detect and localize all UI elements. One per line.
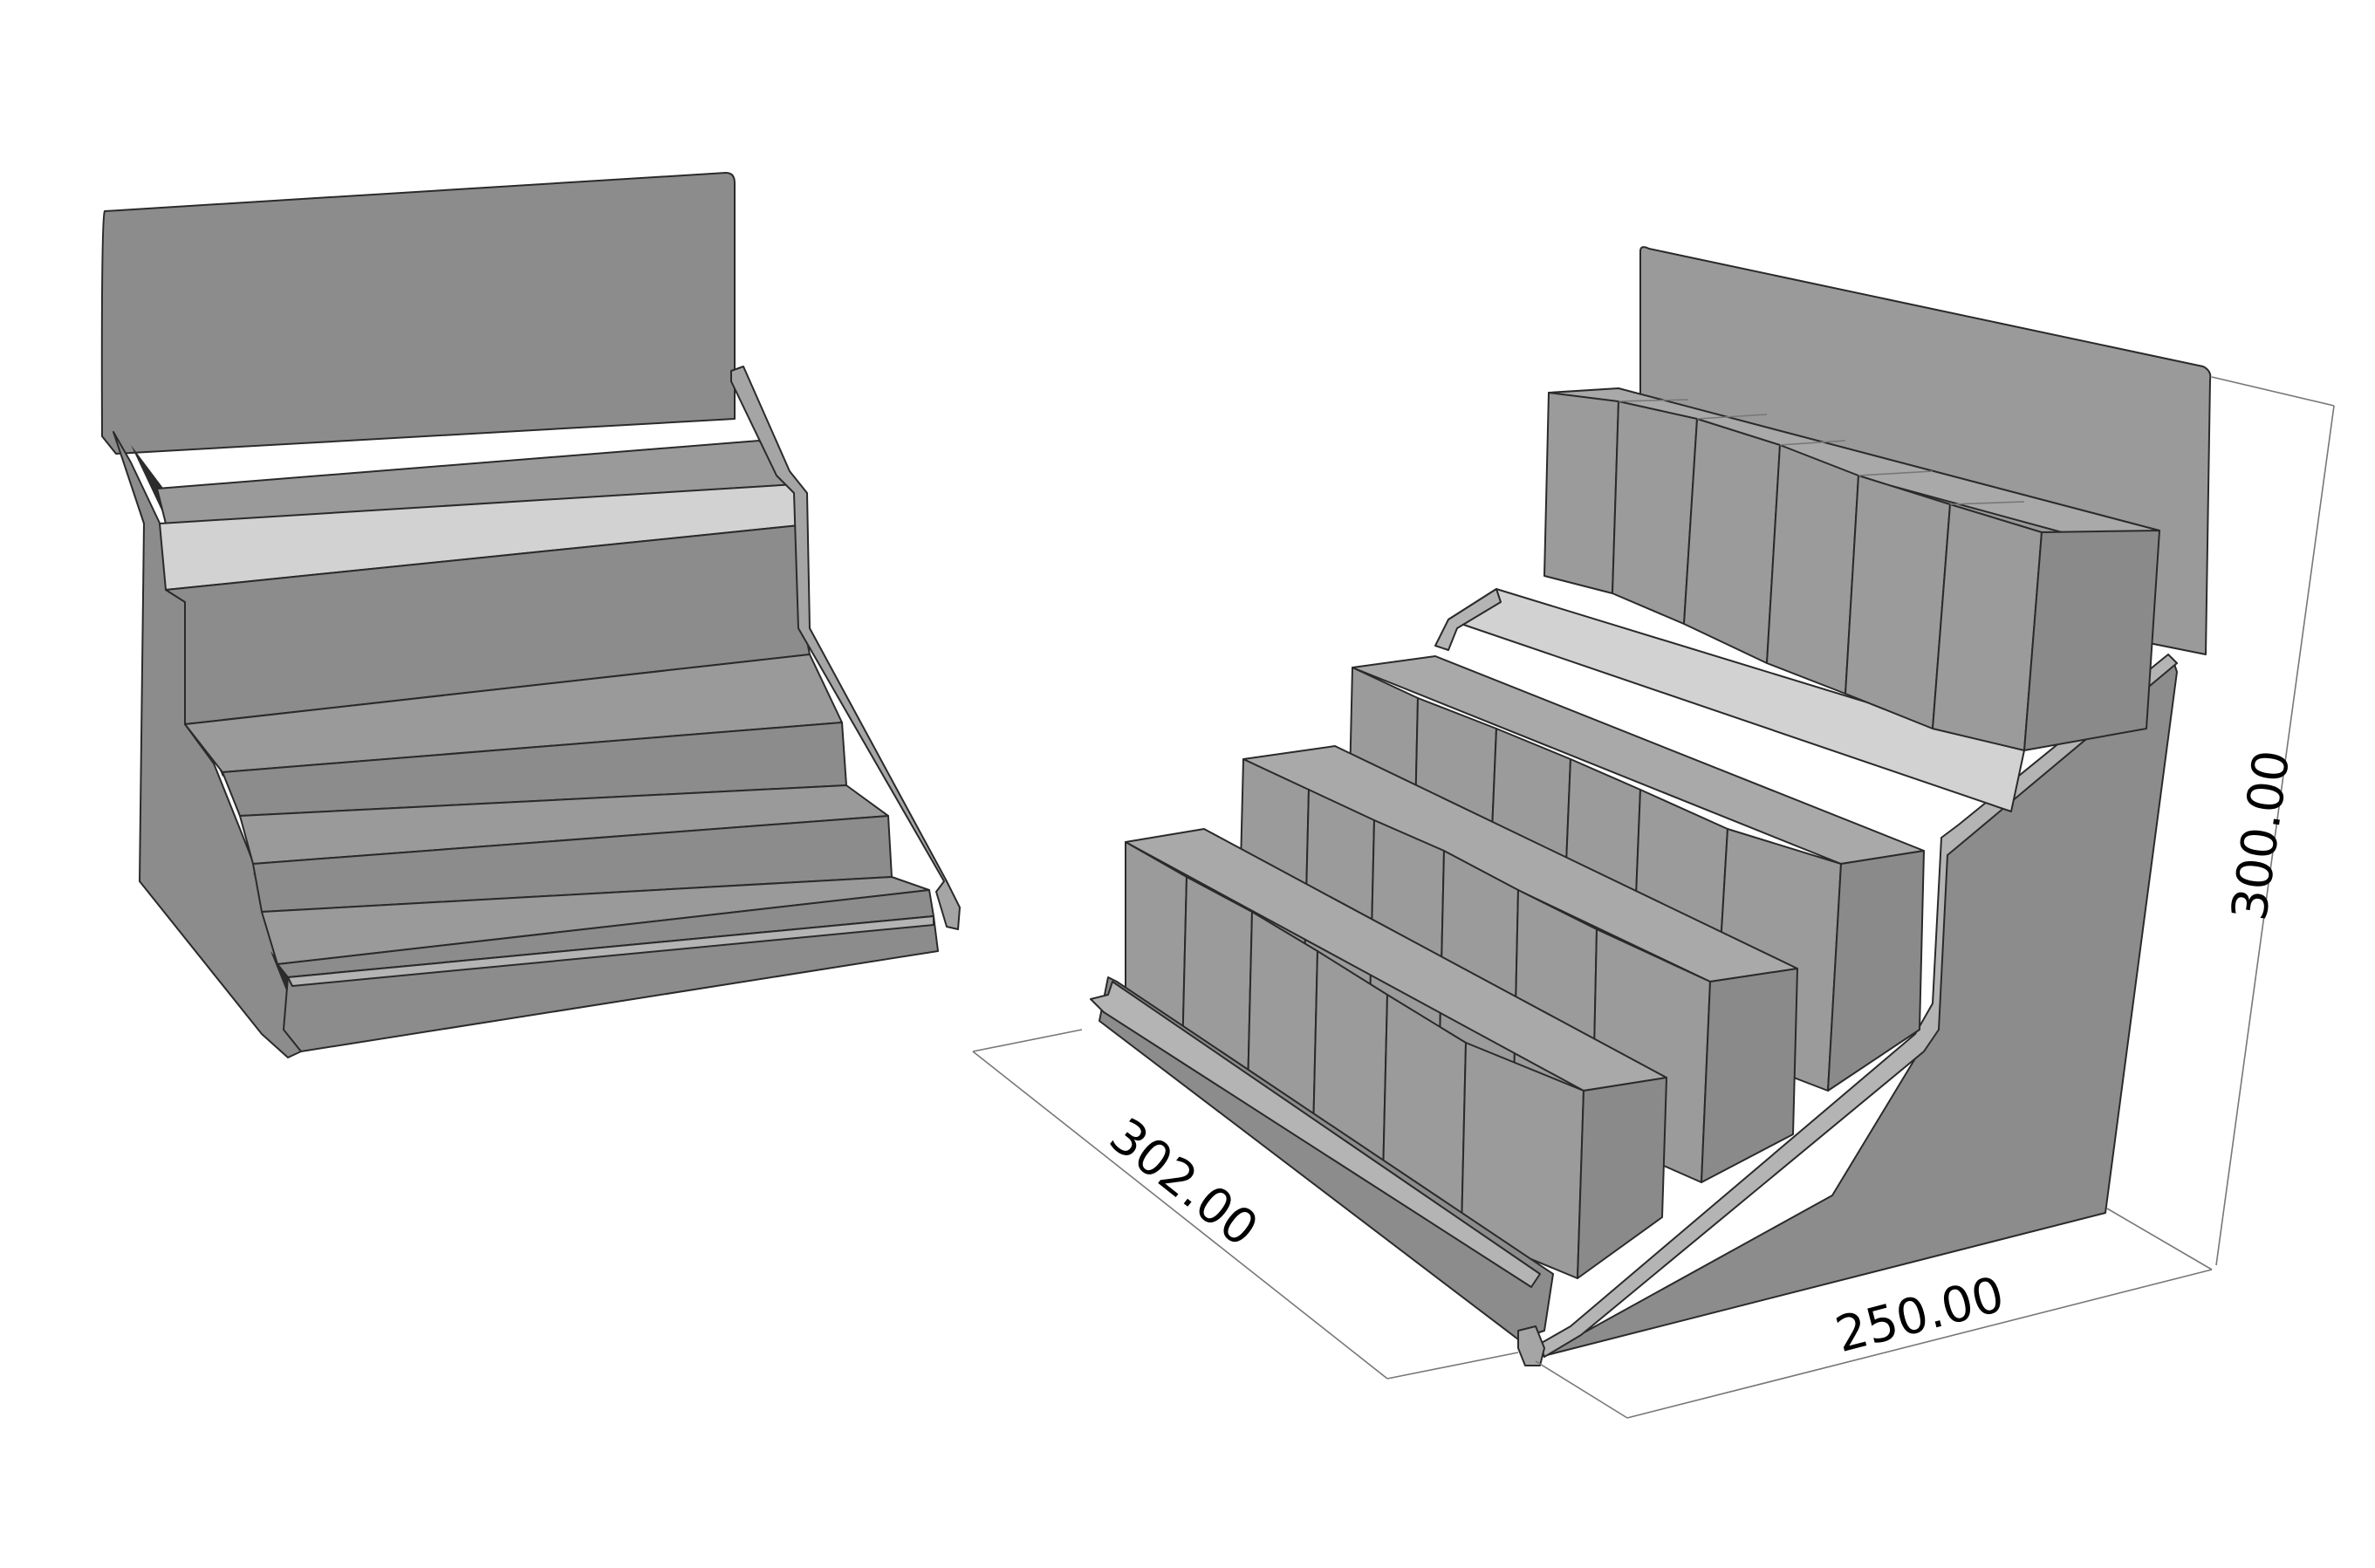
top-row-boxes	[1543, 387, 2160, 751]
depth-dimension-label: 250.00	[1830, 1266, 2009, 1364]
front-lip-right-end	[1517, 1325, 1545, 1366]
depth-extension-left	[1535, 1360, 1628, 1419]
width-extension-right	[1386, 1352, 1519, 1380]
depth-extension-right	[2106, 1208, 2213, 1270]
empty-display-stand	[100, 172, 961, 1058]
width-extension-left	[972, 1029, 1083, 1052]
side-panel-edge-strip	[1539, 654, 2178, 1358]
right-side-panel-edge	[730, 366, 961, 930]
dimension-lines	[972, 376, 2335, 1419]
width-dimension-line	[972, 1051, 1388, 1380]
height-dimension-line	[2215, 405, 2335, 1266]
depth-dimension-line	[1626, 1269, 2213, 1419]
back-header-panel	[100, 172, 736, 455]
height-extension-top	[2211, 376, 2335, 407]
front-lip-top	[287, 915, 934, 987]
height-dimension-label: 300.00	[2221, 747, 2302, 924]
row-4-boxes	[1125, 828, 1667, 1279]
stocked-display-stand	[1090, 246, 2212, 1366]
top-shelf-edge-right	[1434, 588, 1502, 651]
front-lip-right-top	[1090, 981, 1541, 1288]
